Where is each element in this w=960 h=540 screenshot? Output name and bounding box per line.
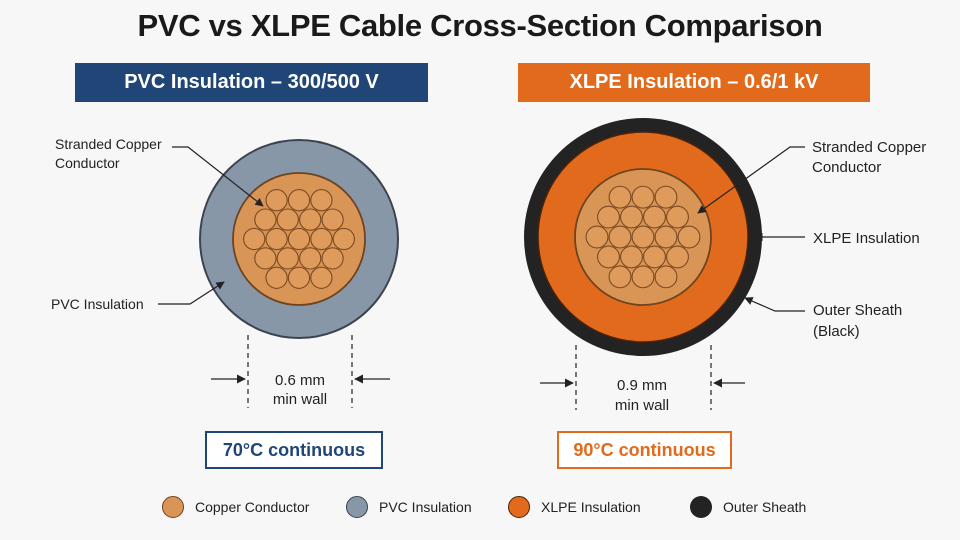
- copper-strand: [585, 225, 609, 249]
- pvc-insulation-label: PVC Insulation: [51, 296, 144, 312]
- sheath-swatch-icon: [690, 496, 712, 518]
- copper-strand: [654, 225, 678, 249]
- pvc-banner: PVC Insulation – 300/500 V: [75, 63, 428, 102]
- copper-strand: [677, 225, 701, 249]
- xlpe-conductor-leader-line: [697, 146, 805, 214]
- legend-item-sheath: Outer Sheath: [690, 494, 806, 520]
- copper-strand: [597, 205, 620, 229]
- copper-strand: [265, 266, 288, 289]
- copper-strand: [254, 208, 277, 231]
- copper-strand: [643, 245, 666, 269]
- copper-strand: [243, 227, 266, 251]
- xlpe-conductor-label-line2: Conductor: [812, 159, 881, 176]
- xlpe-sheath-leader-line: [744, 297, 805, 312]
- pvc-wall-text-line1: 0.6 mm: [275, 372, 325, 389]
- copper-strand: [654, 185, 678, 209]
- copper-strand: [608, 265, 632, 289]
- copper-strand: [608, 185, 632, 209]
- copper-strand: [310, 189, 333, 212]
- copper-strand: [276, 247, 299, 270]
- copper-strand: [299, 247, 322, 270]
- page-title: PVC vs XLPE Cable Cross-Section Comparis…: [137, 8, 823, 43]
- xlpe-conductor-label-line1: Stranded Copper: [812, 139, 926, 156]
- copper-strand: [631, 185, 655, 209]
- pvc-conductor-leader-line: [172, 146, 264, 207]
- pvc-temperature-badge: 70°C continuous: [205, 431, 383, 469]
- legend-label-pvc: PVC Insulation: [379, 499, 472, 515]
- xlpe-insulation-label: XLPE Insulation: [813, 230, 920, 247]
- pvc-conductor-label-line1: Stranded Copper: [55, 136, 162, 152]
- legend-label-xlpe: XLPE Insulation: [541, 499, 641, 515]
- legend-item-xlpe: XLPE Insulation: [508, 494, 641, 520]
- copper-strand: [299, 208, 322, 231]
- copper-strand: [287, 266, 311, 289]
- copper-strand: [620, 245, 643, 269]
- legend-label-sheath: Outer Sheath: [723, 499, 807, 515]
- legend-item-pvc: PVC Insulation: [346, 494, 472, 520]
- copper-strand: [321, 247, 344, 270]
- pvc-wall-text-line2: min wall: [273, 391, 327, 408]
- copper-strand: [287, 227, 311, 251]
- pvc-copper-strands: [243, 189, 355, 289]
- copper-strand: [287, 189, 311, 212]
- pvc-cable: [199, 139, 399, 339]
- copper-strand: [643, 205, 666, 229]
- xlpe-banner: XLPE Insulation – 0.6/1 kV: [518, 63, 870, 102]
- xlpe-wall-text-line1: 0.9 mm: [617, 377, 667, 394]
- xlpe-swatch-icon: [508, 496, 530, 518]
- copper-strand: [620, 205, 643, 229]
- copper-strand: [265, 189, 288, 212]
- xlpe-wall-text-line2: min wall: [615, 397, 669, 414]
- xlpe-copper-strands: [585, 185, 701, 289]
- legend-item-copper: Copper Conductor: [162, 494, 309, 520]
- copper-strand: [332, 227, 355, 251]
- copper-strand: [310, 227, 333, 251]
- copper-strand: [310, 266, 333, 289]
- copper-strand: [631, 225, 655, 249]
- copper-strand: [631, 265, 655, 289]
- copper-strand: [265, 227, 288, 251]
- xlpe-temperature-badge: 90°C continuous: [557, 431, 732, 469]
- pvc-swatch-icon: [346, 496, 368, 518]
- xlpe-sheath-label-line2: (Black): [813, 323, 860, 340]
- copper-strand: [666, 245, 689, 269]
- copper-strand: [608, 225, 632, 249]
- copper-strand: [654, 265, 678, 289]
- copper-strand: [254, 247, 277, 270]
- copper-strand: [666, 205, 689, 229]
- pvc-conductor-label-line2: Conductor: [55, 155, 120, 171]
- xlpe-cable: [524, 118, 762, 356]
- copper-strand: [276, 208, 299, 231]
- copper-strand: [597, 245, 620, 269]
- copper-strand: [321, 208, 344, 231]
- legend-label-copper: Copper Conductor: [195, 499, 310, 515]
- copper-swatch-icon: [162, 496, 184, 518]
- pvc-insulation-leader-line: [158, 281, 225, 305]
- xlpe-sheath-label-line1: Outer Sheath: [813, 302, 902, 319]
